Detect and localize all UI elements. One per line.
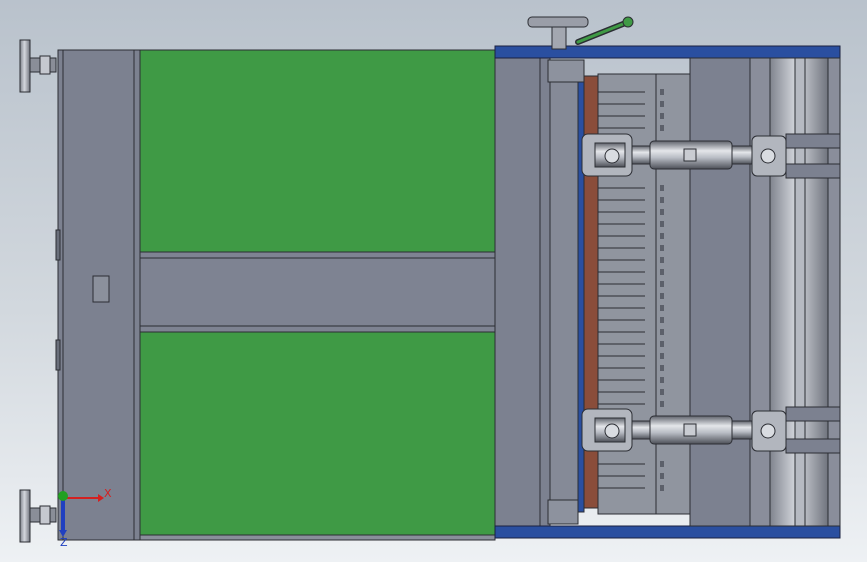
comb-pin (660, 485, 664, 491)
actuator-bottom (581, 406, 841, 454)
comb-pin (660, 125, 664, 131)
z-axis-label: Z (60, 536, 68, 549)
center-beam (139, 251, 496, 333)
comb-pin (660, 197, 664, 203)
comb-slats (598, 89, 664, 491)
comb-pin (660, 89, 664, 95)
comb-pin (660, 269, 664, 275)
comb-pin (660, 389, 664, 395)
comb-pin (660, 281, 664, 287)
latch-block (92, 275, 110, 303)
comb-pin (660, 113, 664, 119)
comb-pin (660, 341, 664, 347)
comb-pin (660, 257, 664, 263)
green-panel-bottom (139, 331, 496, 536)
coordinate-triad: X Z (58, 487, 112, 549)
comb-pin (660, 305, 664, 311)
comb-pin (660, 365, 664, 371)
comb-pin (660, 461, 664, 467)
comb-pin (660, 329, 664, 335)
comb-pin (660, 377, 664, 383)
comb-pin (660, 401, 664, 407)
comb-pin (660, 221, 664, 227)
comb-pin (660, 473, 664, 479)
comb-pin (660, 101, 664, 107)
green-panel-top (139, 49, 496, 253)
handwheel-lever (527, 16, 634, 525)
actuator-top (581, 133, 841, 179)
comb-pin (660, 353, 664, 359)
y-axis-arrow (58, 491, 68, 501)
right-frame (689, 57, 841, 527)
left-frame (55, 49, 141, 541)
leveling-foot-top (19, 39, 57, 93)
comb-pin (660, 209, 664, 215)
leveling-foot-bottom (19, 489, 57, 543)
comb-pin (660, 317, 664, 323)
comb-pin (660, 293, 664, 299)
blue-rail-bottom (494, 525, 841, 539)
mid-frame (494, 49, 599, 539)
x-axis-label: X (104, 487, 112, 500)
comb-pin (660, 185, 664, 191)
blue-rail-top (494, 45, 841, 59)
comb-pin (660, 245, 664, 251)
comb-pin (660, 233, 664, 239)
